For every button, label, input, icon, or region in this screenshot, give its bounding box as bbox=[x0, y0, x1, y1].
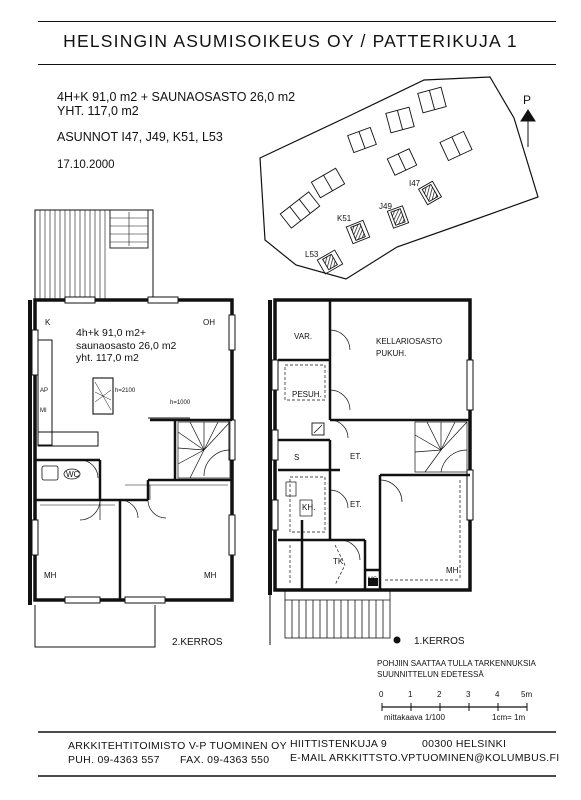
floor2-room-wc: WC bbox=[66, 470, 80, 479]
floor1-room-et-1: ET. bbox=[350, 452, 362, 461]
floor2-name: 2.KERROS bbox=[172, 637, 223, 648]
floor1-room-et-2: ET. bbox=[350, 500, 362, 509]
floor-plan-1 bbox=[268, 298, 474, 645]
footer-fax: FAX. 09-4363 550 bbox=[180, 754, 270, 766]
floor2-stair bbox=[177, 421, 231, 479]
floor1-room-kellari-line-1: KELLARIOSASTO bbox=[376, 337, 443, 346]
page-title: HELSINGIN ASUMISOIKEUS OY / PATTERIKUJA … bbox=[63, 31, 518, 51]
kitchen-counter bbox=[37, 339, 53, 446]
kitchen-island bbox=[92, 377, 114, 415]
floor2-room-k: K bbox=[45, 318, 51, 327]
floor2-doors bbox=[79, 459, 167, 521]
footer-office: ARKKITEHTITOIMISTO V-P TUOMINEN OY bbox=[68, 740, 287, 752]
floor1-doors bbox=[329, 329, 403, 561]
floor2-windows bbox=[31, 296, 236, 604]
footer-email: E-MAIL ARKKITTSTO.VPTUOMINEN@KOLUMBUS.FI bbox=[290, 752, 560, 764]
floor1-room-kh: KH. bbox=[302, 503, 316, 512]
floor1-room-var: VAR. bbox=[294, 332, 313, 341]
north-label: P bbox=[523, 93, 532, 107]
scale-label: mittakaava 1/100 bbox=[384, 713, 445, 722]
scale-tick-1: 1 bbox=[408, 690, 413, 699]
floor2-inner-walls bbox=[35, 418, 232, 600]
floor2-terrace-outline bbox=[34, 605, 156, 648]
info-units: ASUNNOT I47, J49, K51, L53 bbox=[57, 130, 223, 144]
scale-unit: 1cm= 1m bbox=[492, 713, 526, 722]
site-unit-label-i47: I47 bbox=[409, 179, 421, 188]
floor1-room-s: S bbox=[294, 453, 300, 462]
floor2-summary-line-2: saunaosasto 26,0 m2 bbox=[76, 339, 177, 352]
info-line-1: 4H+K 91,0 m2 + SAUNAOSASTO 26,0 m2 bbox=[57, 90, 296, 104]
floor2-fixture-mi: MI bbox=[40, 408, 47, 414]
title-underline bbox=[38, 64, 556, 65]
floor2-dim-h2100: h=2100 bbox=[115, 388, 136, 394]
balcony-deck-lines bbox=[39, 210, 106, 300]
site-units-hatched bbox=[322, 183, 439, 271]
info-line-2: YHT. 117,0 m2 bbox=[57, 104, 139, 118]
info-date: 17.10.2000 bbox=[57, 159, 115, 171]
site-unit-label-l53: L53 bbox=[305, 250, 319, 259]
floor1-room-kellari-line-2: PUKUH. bbox=[376, 349, 407, 358]
floor-plan-2 bbox=[28, 209, 236, 648]
floor2-room-mh-2: MH bbox=[204, 571, 217, 580]
footer-street: HIITTISTENKUJA 9 bbox=[290, 738, 387, 750]
floor2-summary-line-3: yht. 117,0 m2 bbox=[76, 352, 139, 364]
site-boundary bbox=[259, 76, 539, 280]
plan-note-line-1: POHJIIN SAATTAA TULLA TARKENNUKSIA bbox=[377, 659, 536, 668]
top-rule bbox=[38, 21, 556, 22]
site-unit-label-k51: K51 bbox=[337, 214, 352, 223]
floor1-name: 1.KERROS bbox=[414, 636, 465, 647]
floor2-room-mh-1: MH bbox=[44, 571, 57, 580]
floor1-stair bbox=[414, 421, 468, 473]
footer-city: 00300 HELSINKI bbox=[422, 738, 507, 750]
floor2-summary: 4h+k 91,0 m2+ saunaosasto 26,0 m2 yht. 1… bbox=[76, 327, 176, 365]
floor1-room-pesuh: PESUH. bbox=[292, 390, 322, 399]
floor2-room-oh: OH bbox=[203, 318, 215, 327]
site-unit-label-j49: J49 bbox=[379, 202, 392, 211]
info-area: 4H+K 91,0 m2 + SAUNAOSASTO 26,0 m2 YHT. … bbox=[57, 89, 295, 173]
plan-note-line-2: SUUNNITTELUN EDETESSÄ bbox=[377, 670, 484, 679]
floor2-dim-h1000: h=1000 bbox=[170, 400, 191, 406]
floor1-room-mh: MH bbox=[446, 566, 459, 575]
scale-tick-4: 4 bbox=[495, 690, 500, 699]
scale-tick-3: 3 bbox=[466, 690, 471, 699]
plan-notes: POHJIIN SAATTAA TULLA TARKENNUKSIA SUUNN… bbox=[377, 658, 536, 680]
floor2-summary-line-1: 4h+k 91,0 m2+ bbox=[76, 327, 147, 339]
balcony-stair bbox=[109, 209, 149, 249]
scale-tick-5: 5m bbox=[521, 690, 533, 699]
scale-bar bbox=[381, 703, 528, 711]
floor1-entrance-steps bbox=[284, 589, 391, 639]
floor1-outer-wall bbox=[273, 298, 472, 592]
floor1-room-kellari: KELLARIOSASTO PUKUH. bbox=[376, 336, 442, 360]
scale-tick-0: 0 bbox=[379, 690, 384, 699]
balcony bbox=[34, 209, 154, 301]
scale-tick-2: 2 bbox=[437, 690, 442, 699]
north-arrow-icon bbox=[520, 109, 536, 147]
floor1-windows bbox=[271, 359, 474, 531]
floor2-fixture-ap: AP bbox=[40, 388, 49, 394]
floor1-room-tk: TK bbox=[333, 557, 344, 566]
site-buildings bbox=[279, 86, 473, 275]
site-plan bbox=[259, 76, 539, 280]
footer-phone: PUH. 09-4363 557 bbox=[68, 754, 160, 766]
floor1-room-ms: MS bbox=[368, 577, 377, 583]
